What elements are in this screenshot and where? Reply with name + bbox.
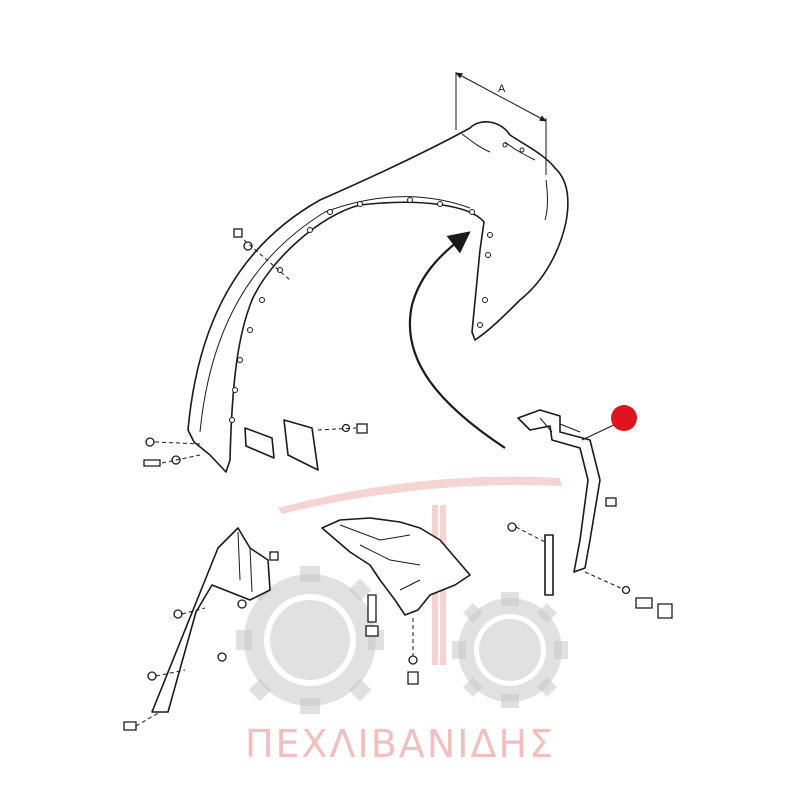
fender-mount-holes <box>229 142 525 423</box>
dimension-label: A <box>498 83 506 95</box>
fender-inner-lip <box>199 196 471 433</box>
fender-bolts-left <box>143 228 291 467</box>
left-mounting-bracket <box>123 527 279 731</box>
assembly-arrow <box>408 231 506 449</box>
fender-top-ridge <box>461 133 536 161</box>
callout-marker <box>581 405 637 441</box>
watermark-text: ΠΕΧΛΙΒΑΝΙΔΗΣ <box>244 722 556 766</box>
inner-mudguard-plate <box>321 517 471 685</box>
fender-small-bracket <box>244 419 368 471</box>
rear-fender <box>187 121 569 473</box>
fender-support-bracket <box>507 409 673 619</box>
watermark-small-wheel <box>452 592 568 708</box>
dimension-a: A <box>455 72 547 175</box>
watermark-arc <box>278 476 562 514</box>
watermark-large-wheel <box>236 566 384 714</box>
